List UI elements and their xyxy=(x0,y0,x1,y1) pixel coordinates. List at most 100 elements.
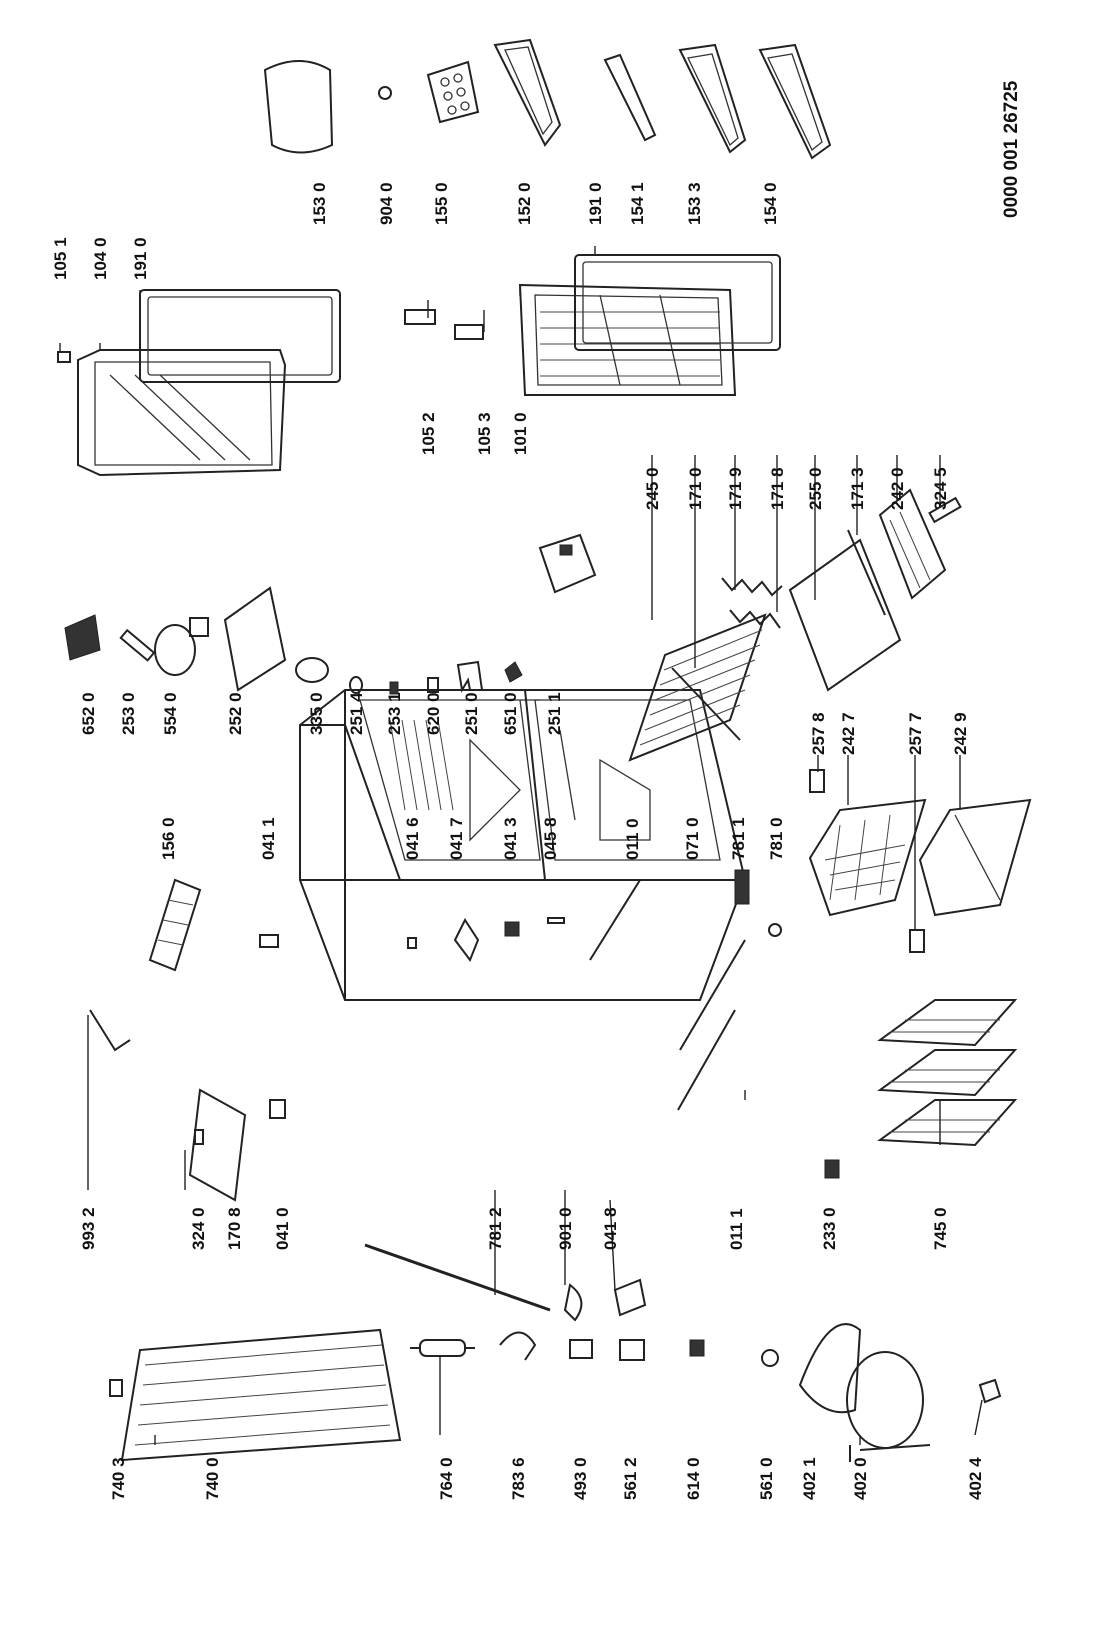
freezer-door-frame xyxy=(77,349,287,477)
part-324-5 xyxy=(928,496,962,524)
label-251-1: 251 1 xyxy=(545,692,564,735)
label-561-0: 561 0 xyxy=(757,1457,776,1500)
label-171-9: 171 9 xyxy=(726,467,745,510)
label-041-7: 041 7 xyxy=(447,817,466,860)
document-number: 0000 001 26725 xyxy=(1001,80,1022,218)
label-242-0: 242 0 xyxy=(888,467,907,510)
clip-041-0 xyxy=(269,1099,286,1119)
label-156-0: 156 0 xyxy=(159,817,178,860)
label-105-2: 105 2 xyxy=(419,412,438,455)
label-324-5: 324 5 xyxy=(931,467,950,510)
label-252-0: 252 0 xyxy=(226,692,245,735)
wire-shelf-245-0 xyxy=(628,613,767,762)
label-153-3: 153 3 xyxy=(685,182,704,225)
freezer-door-gasket xyxy=(139,289,341,383)
hinge-105-1 xyxy=(57,351,71,363)
clip-041-3 xyxy=(504,921,520,937)
clip-740-3 xyxy=(109,1379,123,1397)
label-251-0: 251 0 xyxy=(462,692,481,735)
label-041-3: 041 3 xyxy=(501,817,520,860)
condenser-740-0 xyxy=(120,1328,402,1462)
label-011-1: 011 1 xyxy=(727,1208,746,1250)
label-993-2: 993 2 xyxy=(79,1207,98,1250)
pin-045-8 xyxy=(547,917,565,924)
lamp-554-0 xyxy=(154,617,209,676)
label-242-7: 242 7 xyxy=(839,712,858,755)
part-251-4 xyxy=(349,676,363,694)
part-251-0 xyxy=(456,660,484,693)
label-335-0: 335 0 xyxy=(307,692,326,735)
part-651-0 xyxy=(504,661,523,683)
label-105-1: 105 1 xyxy=(51,237,70,280)
label-041-0: 041 0 xyxy=(273,1207,292,1250)
part-493-0 xyxy=(569,1339,593,1359)
part-253-1 xyxy=(389,681,399,695)
door-shelf-154-0 xyxy=(758,43,832,160)
label-783-6: 783 6 xyxy=(509,1457,528,1500)
cap-904-0 xyxy=(378,86,392,100)
label-170-8: 170 8 xyxy=(225,1207,244,1250)
leader-lines xyxy=(59,246,983,1445)
wire-993-2 xyxy=(89,1009,131,1052)
part-901-0 xyxy=(563,1283,583,1322)
label-904-0: 904 0 xyxy=(377,182,396,225)
drawer-242-9 xyxy=(918,798,1032,917)
label-620-0: 620 0 xyxy=(424,692,443,735)
label-781-2: 781 2 xyxy=(486,1207,505,1250)
label-614-0: 614 0 xyxy=(684,1457,703,1500)
crisper-242-0 xyxy=(878,488,947,600)
label-554-0: 554 0 xyxy=(161,692,180,735)
strip-171-9 xyxy=(721,577,783,597)
label-493-0: 493 0 xyxy=(571,1457,590,1500)
label-402-1: 402 1 xyxy=(800,1457,819,1500)
label-171-0: 171 0 xyxy=(686,467,705,510)
label-324-0: 324 0 xyxy=(189,1207,208,1250)
door-shelf-153-3 xyxy=(678,43,747,154)
label-745-0: 745 0 xyxy=(931,1207,950,1250)
part-324-0 xyxy=(194,1129,204,1145)
capillary-783-6 xyxy=(499,1331,537,1361)
hinge-105-3 xyxy=(454,324,484,340)
box-251-1 xyxy=(538,533,597,594)
label-652-0: 652 0 xyxy=(79,692,98,735)
clip-041-1 xyxy=(259,934,279,948)
label-651-0: 651 0 xyxy=(501,692,520,735)
strip-171-8 xyxy=(729,609,781,629)
label-245-0: 245 0 xyxy=(643,467,662,510)
fridge-door-gasket xyxy=(574,254,781,351)
strip-171-3 xyxy=(847,529,886,616)
clip-402-4 xyxy=(978,1378,1002,1404)
dryer-764-0 xyxy=(410,1339,475,1357)
label-781-1: 781 1 xyxy=(729,817,748,860)
part-620-0 xyxy=(427,677,439,693)
label-045-8: 045 8 xyxy=(541,817,560,860)
label-154-0: 154 0 xyxy=(761,182,780,225)
door-shelf-154-1 xyxy=(603,53,657,142)
label-402-4: 402 4 xyxy=(966,1457,985,1500)
label-253-1: 253 1 xyxy=(385,692,404,735)
label-152-0: 152 0 xyxy=(515,182,534,225)
drip-tray-402-1 xyxy=(798,1323,862,1414)
part-781-0 xyxy=(768,923,782,937)
strip-171-0 xyxy=(671,667,741,741)
compressor-402-0 xyxy=(846,1351,931,1462)
label-171-8: 171 8 xyxy=(768,467,787,510)
part-233-0 xyxy=(824,1159,840,1179)
label-402-0: 402 0 xyxy=(851,1457,870,1500)
part-561-2 xyxy=(619,1339,645,1361)
label-242-9: 242 9 xyxy=(951,712,970,755)
label-155-0: 155 0 xyxy=(432,182,451,225)
clip-257-7 xyxy=(909,929,925,953)
tube-781-2 xyxy=(364,1243,551,1312)
fridge-door xyxy=(518,283,737,396)
label-191-0b: 191 0 xyxy=(586,182,605,225)
clip-041-6 xyxy=(407,937,417,949)
label-740-0: 740 0 xyxy=(203,1457,222,1500)
part-drawings xyxy=(57,38,1032,1462)
plate-170-8 xyxy=(188,1088,247,1202)
label-154-1: 154 1 xyxy=(628,182,647,225)
label-071-0: 071 0 xyxy=(683,817,702,860)
label-251-4: 251 4 xyxy=(347,692,366,735)
label-781-0: 781 0 xyxy=(767,817,786,860)
